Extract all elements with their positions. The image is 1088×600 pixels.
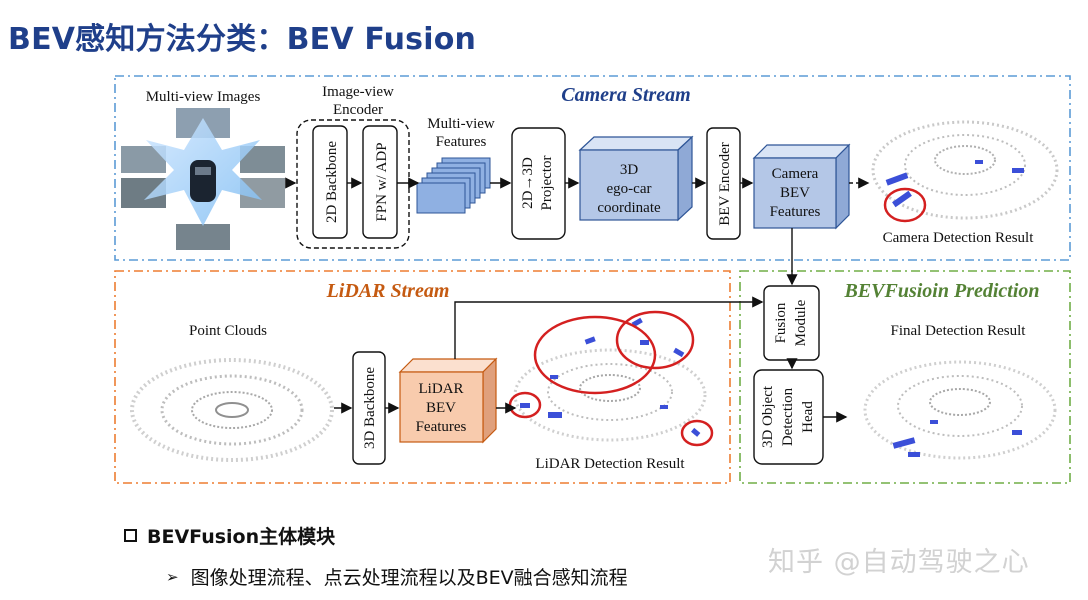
camera-detection-circle	[883, 187, 927, 223]
fpn-label: FPN w/ ADP	[374, 142, 390, 221]
backbone-2d-box	[312, 125, 348, 239]
detection-head-label-2: Detection	[780, 387, 796, 446]
fusion-prediction-frame	[739, 270, 1071, 484]
multiview-features-label-2: Features	[436, 134, 487, 150]
lidar-stream-title: LiDAR Stream	[326, 280, 450, 302]
final-detection-image	[863, 360, 1057, 460]
lidar-bev-features-box	[398, 357, 498, 444]
lidar-circle-4	[680, 419, 714, 447]
fusion-module-label-2: Module	[793, 299, 809, 346]
camera-stream-title: Camera Stream	[561, 84, 690, 106]
backbone-2d-label: 2D Backbone	[324, 141, 340, 223]
multiview-images	[121, 108, 285, 250]
bullet-heading: BEVFusion主体模块	[124, 522, 335, 549]
camera-bev-label-1: Camera	[772, 166, 819, 182]
fusion-module-label-1: Fusion	[773, 302, 789, 343]
camera-bev-label-3: Features	[770, 204, 821, 220]
ego-car-label-3: coordinate	[597, 200, 661, 216]
final-detection-label: Final Detection Result	[891, 323, 1027, 339]
projector-label-2: Projector	[539, 156, 555, 211]
lidar-circle-2	[615, 310, 695, 370]
multiview-features-label-1: Multi-view	[427, 116, 495, 132]
page-title: BEV感知方法分类：BEV Fusion	[8, 22, 477, 57]
image-view-encoder-label-1: Image-view	[322, 84, 394, 100]
camera-detection-label: Camera Detection Result	[883, 230, 1035, 246]
bullet-subitem-text: 图像处理流程、点云处理流程以及BEV融合感知流程	[190, 567, 628, 589]
checkbox-square-icon	[124, 529, 137, 542]
camera-bev-features-box	[752, 143, 851, 230]
lidar-stream-frame	[114, 270, 731, 484]
fpn-box	[362, 125, 398, 239]
arrow-bullet-icon: ➢	[166, 567, 179, 586]
lidar-detection-image	[508, 310, 714, 447]
camera-stream-frame	[114, 75, 1071, 261]
point-clouds-image	[130, 358, 334, 462]
backbone-3d-label: 3D Backbone	[362, 367, 378, 449]
lidar-circle-1	[533, 315, 657, 395]
bullet-heading-text: BEVFusion主体模块	[147, 526, 336, 548]
lidar-bev-label-3: Features	[416, 419, 467, 435]
multiview-features-stack	[416, 157, 491, 214]
detection-head-label-1: 3D Object	[760, 385, 776, 448]
ego-car-coordinate-box	[578, 135, 694, 222]
bev-encoder-label: BEV Encoder	[717, 142, 733, 225]
image-view-encoder-label-2: Encoder	[333, 102, 383, 118]
lidar-bev-label-1: LiDAR	[419, 381, 464, 397]
point-clouds-label: Point Clouds	[189, 323, 267, 339]
camera-detection-image	[871, 120, 1059, 223]
lidar-bev-label-2: BEV	[426, 400, 456, 416]
ego-car-label-1: 3D	[620, 162, 639, 178]
camera-bev-label-2: BEV	[780, 185, 810, 201]
fusion-prediction-title: BEVFusioin Prediction	[843, 280, 1039, 302]
watermark: 知乎 @自动驾驶之心	[768, 547, 1030, 578]
ego-car-label-2: ego-car	[607, 181, 652, 197]
lidar-detection-label: LiDAR Detection Result	[535, 456, 685, 472]
detection-head-label-3: Head	[800, 401, 816, 433]
bullet-subitem: ➢ 图像处理流程、点云处理流程以及BEV融合感知流程	[166, 563, 628, 590]
multiview-images-label: Multi-view Images	[146, 89, 261, 105]
projector-label-1: 2D→3D	[520, 157, 536, 209]
